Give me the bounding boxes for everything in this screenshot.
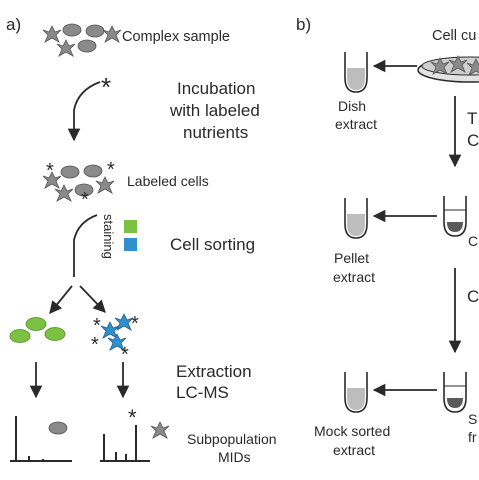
split-arrow-left [49,285,73,314]
mock-sorted-extract-label-1: Mock sorted [314,423,390,439]
sorting-arrow [73,214,98,277]
blue-asterisk-1: * [93,315,101,337]
incubation-arrow [67,81,101,142]
dish-extract-tube [344,51,368,93]
staining-label: staining [101,214,116,259]
mock-sorted-extract-tube [344,371,368,413]
sorted-right-label-1: S [468,411,477,427]
panel-a-label: a) [6,15,21,34]
mids-label: MIDs [218,449,251,465]
labeled-cells-asterisk-3: * [81,189,89,211]
step1-label-2: C [467,131,479,150]
dish-extract-label-2: extract [335,116,377,132]
lcms-label: LC-MS [176,383,229,402]
blue-asterisk-3: * [91,334,99,356]
step1-label-1: T [467,109,477,128]
cell-culture-label: Cell cu [432,28,476,44]
incubation-label-line3: nutrients [183,123,248,142]
cell-sorting-label: Cell sorting [170,235,255,254]
step2-label: C [467,287,479,306]
subpopulation-label: Subpopulation [187,431,277,447]
pellet-tube [443,195,467,237]
sorted-right-label-2: fr [468,429,477,445]
sorted-fraction-tube [443,371,467,413]
incubation-asterisk: * [101,72,111,102]
split-arrow-right [79,285,106,313]
mid-right-asterisk: * [128,405,137,430]
pellet-extract-label-1: Pellet [334,250,369,266]
complex-sample-label: Complex sample [122,29,230,45]
mid-spectrum-right [100,425,150,462]
green-stain-swatch [124,220,137,233]
mid-right-cell [150,421,170,439]
complex-sample-cells [42,23,122,57]
labeled-cells-asterisk-1: * [46,160,54,182]
mid-left-cell [48,421,68,435]
panel-b-label: b) [296,15,311,34]
pellet-extract-tube [344,197,368,239]
labeled-cells-asterisk-2: * [107,159,115,181]
incubation-label-line2: with labeled [169,101,260,120]
dish-extract-label-1: Dish [338,98,366,114]
mock-sorted-extract-label-2: extract [333,442,375,458]
labeled-cells-label: Labeled cells [127,173,209,189]
blue-asterisk-2: * [131,313,139,335]
pellet-right-label: C [468,233,478,249]
incubation-label-line1: Incubation [177,79,255,98]
blue-asterisk-4: * [121,344,129,366]
blue-stain-swatch [124,238,137,251]
mid-spectrum-left [10,416,72,462]
green-subpopulation [9,317,66,343]
pellet-extract-label-2: extract [333,269,375,285]
culture-dish [417,55,479,83]
extraction-label: Extraction [176,362,252,381]
